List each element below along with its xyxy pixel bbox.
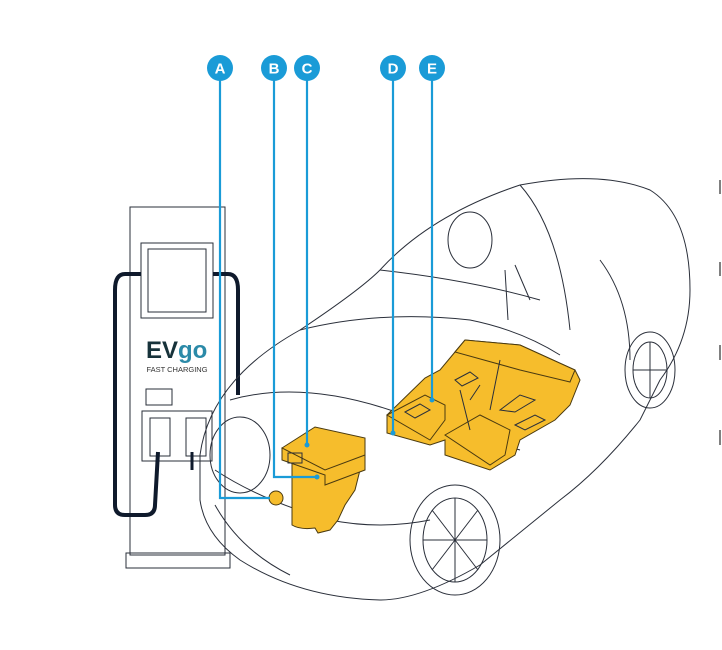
component-d-e-battery-pack — [385, 339, 581, 471]
charger-subtitle: FAST CHARGING — [146, 365, 207, 374]
callout-c: C — [294, 55, 320, 81]
callout-d: D — [380, 55, 406, 81]
callout-b: B — [261, 55, 287, 81]
callout-a: A — [207, 55, 233, 81]
svg-text:A: A — [215, 61, 226, 78]
leader-line-a — [218, 80, 270, 500]
charging-cable-left — [113, 272, 160, 517]
component-a-charging-port — [268, 490, 284, 506]
svg-text:B: B — [269, 61, 280, 78]
evgo-logo: EVgo — [146, 337, 207, 364]
svg-text:C: C — [302, 61, 313, 78]
charging-cable-right — [213, 272, 240, 395]
charging-station: EVgo FAST CHARGING — [113, 206, 240, 569]
front-wheel — [409, 484, 501, 596]
svg-text:D: D — [388, 61, 399, 78]
leader-line-b — [272, 80, 317, 479]
component-c-onboard-charger — [280, 426, 366, 534]
rear-wheel — [624, 331, 676, 409]
svg-text:E: E — [427, 61, 437, 78]
car-outline — [199, 178, 691, 601]
callout-e: E — [419, 55, 445, 81]
